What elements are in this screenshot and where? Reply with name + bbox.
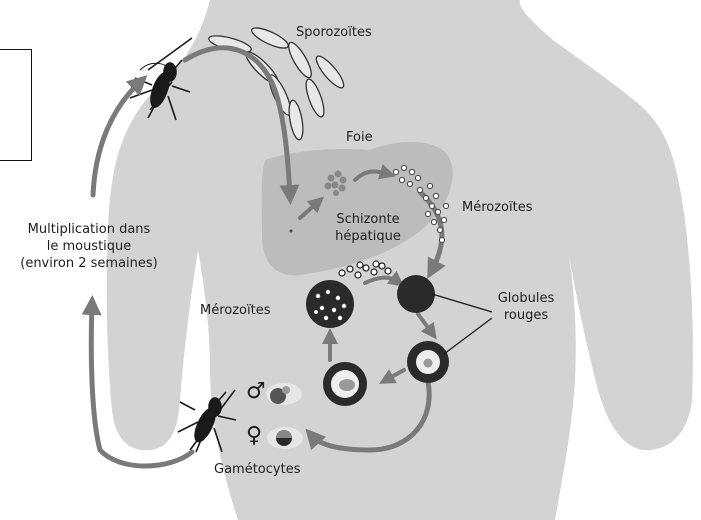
red-blood-cell-infected — [397, 275, 435, 313]
hepatocyte-dot — [290, 230, 293, 233]
label-multiplication-line3: (environ 2 semaines) — [5, 255, 173, 272]
label-sporozoites: Sporozoïtes — [296, 24, 372, 41]
label-merozoites-blood: Mérozoïtes — [200, 302, 270, 319]
label-schizonte-hepatique: Schizonte hépatique — [320, 211, 416, 245]
label-schizonte-line1: Schizonte — [320, 211, 416, 228]
ring-stage-cell — [407, 341, 449, 383]
label-multiplication-line2: le moustique — [5, 238, 173, 255]
label-globules-rouges: Globules rouges — [490, 290, 562, 324]
label-schizonte-line2: hépatique — [320, 228, 416, 245]
label-globules-line2: rouges — [490, 307, 562, 324]
label-merozoites-liver: Mérozoïtes — [462, 199, 532, 216]
female-symbol: ♀ — [246, 424, 262, 448]
male-symbol: ♂ — [246, 380, 266, 404]
label-multiplication-line1: Multiplication dans — [5, 221, 173, 238]
label-globules-line1: Globules — [490, 290, 562, 307]
bursting-schizont — [306, 280, 354, 328]
label-multiplication: Multiplication dans le moustique (enviro… — [5, 221, 173, 272]
label-foie: Foie — [346, 129, 373, 146]
label-gametocytes: Gamétocytes — [214, 461, 300, 478]
trophozoite-cell — [323, 362, 367, 406]
empty-answer-box — [0, 49, 32, 161]
